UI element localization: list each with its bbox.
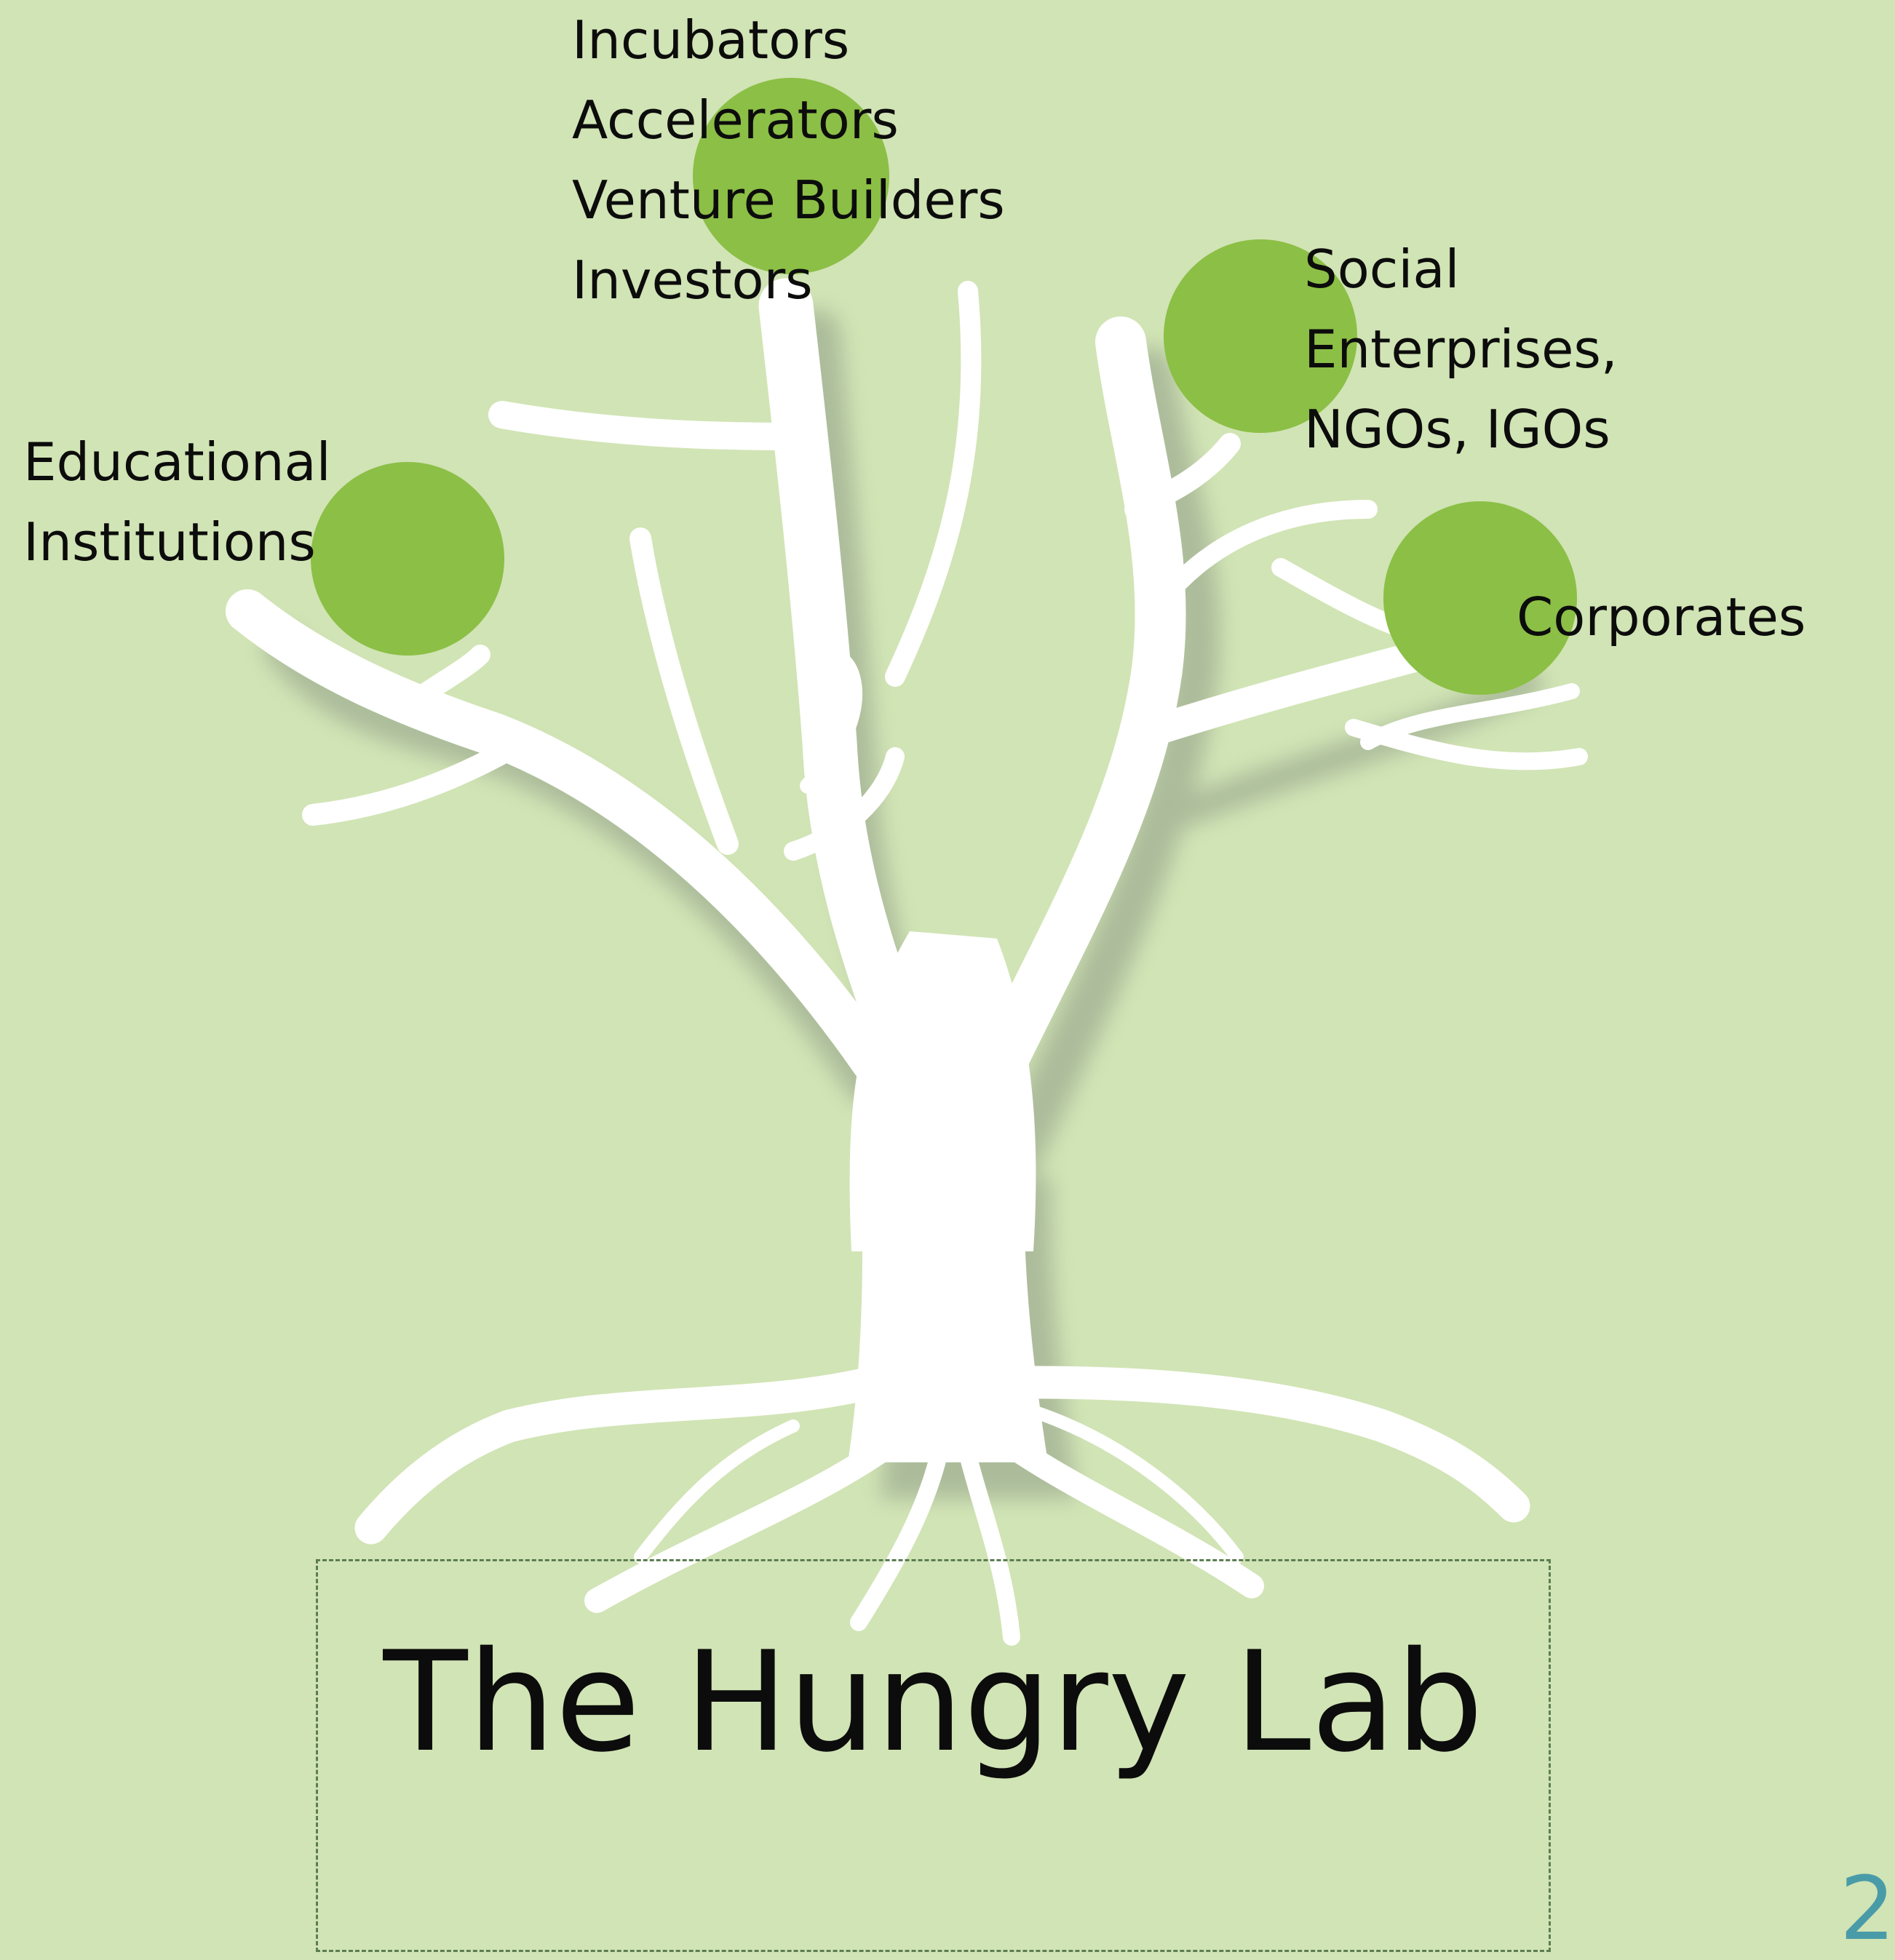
node-label-incubators: Incubators Accelerators Venture Builders… (572, 0, 1005, 320)
node-label-line: Investors (572, 250, 813, 311)
node-label-line: Institutions (23, 511, 316, 573)
node-label-line: Educational (23, 431, 331, 493)
fruit-circle-corporates (1383, 501, 1577, 695)
slide: Incubators Accelerators Venture Builders… (23, 0, 1895, 1957)
fruit-circle-educational (311, 462, 504, 656)
fruit-circle-incubators (693, 78, 889, 274)
node-label-educational: Educational Institutions (23, 422, 331, 582)
tree (226, 278, 1588, 1646)
node-label-line: Incubators (572, 9, 850, 71)
page-number: 2 (1840, 1859, 1895, 1960)
slide-title: The Hungry Lab (383, 1622, 1484, 1782)
node-label-social: Social Enterprises, NGOs, IGOs (1304, 229, 1618, 469)
node-label-line: Enterprises, (1304, 319, 1618, 380)
node-label-corporates: Corporates (1517, 577, 1805, 657)
node-label-line: Corporates (1517, 586, 1806, 648)
node-label-line: Venture Builders (572, 170, 1005, 231)
node-label-line: Accelerators (572, 89, 899, 151)
tree-illustration (226, 78, 1588, 1646)
title-placeholder-box[interactable] (316, 1559, 1551, 1952)
node-label-line: NGOs, IGOs (1304, 399, 1610, 460)
node-label-line: Social (1304, 239, 1460, 300)
fruit-circle-social (1164, 239, 1357, 433)
